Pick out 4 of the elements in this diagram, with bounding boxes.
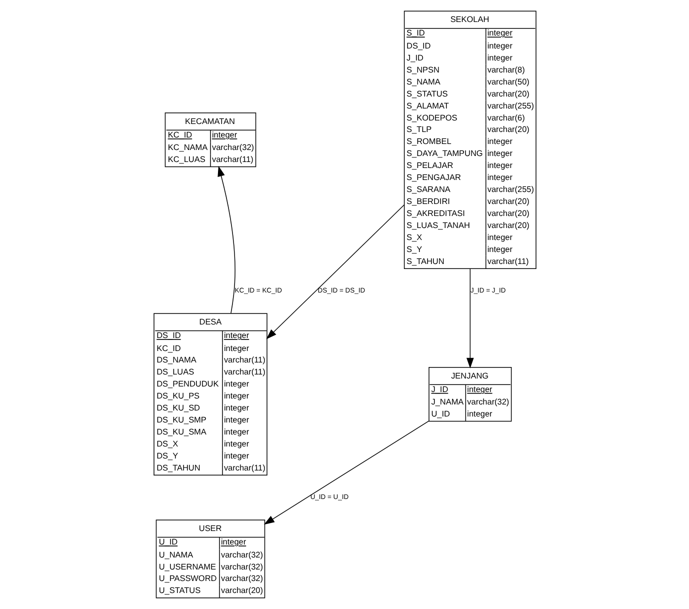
arrow	[466, 268, 474, 368]
arrow	[217, 166, 235, 314]
arrow	[266, 204, 404, 340]
arrow	[263, 420, 429, 525]
